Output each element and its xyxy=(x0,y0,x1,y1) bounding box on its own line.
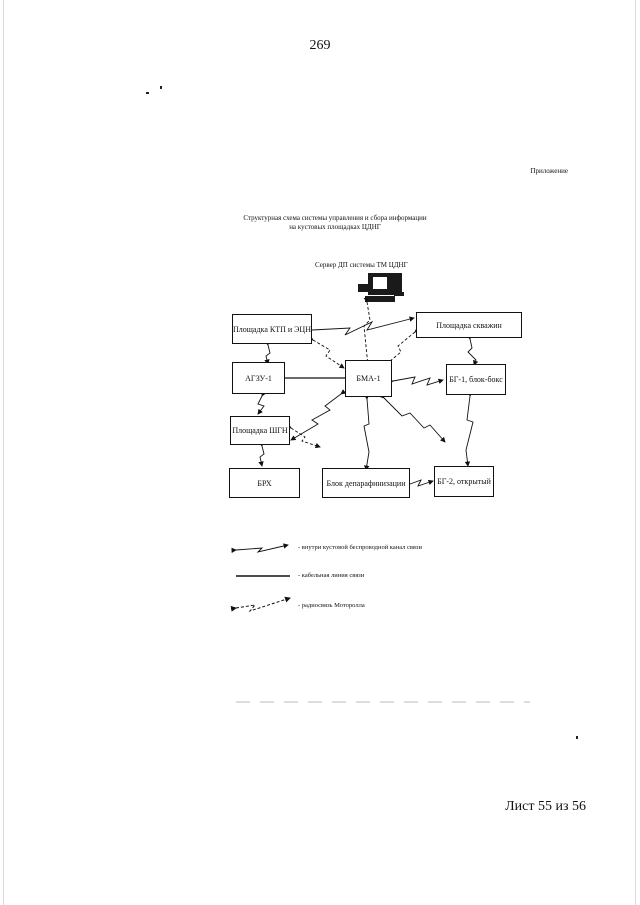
block-well: Площадка скважин xyxy=(416,312,522,338)
wireless-link-agzu-shgn xyxy=(257,390,267,415)
block-agzu: АГЗУ-1 xyxy=(232,362,285,394)
legend-wireless-text: - внутри кустовой беспроводной канал свя… xyxy=(298,544,422,551)
legend-cable-text: - кабельная линия связи xyxy=(298,572,365,579)
block-brh: БРХ xyxy=(229,468,300,498)
appendix-label: Приложение xyxy=(530,167,568,175)
radio-link-shgn-brh-bma xyxy=(285,423,321,449)
wireless-link-deparaf-bg2 xyxy=(404,479,434,489)
wireless-link-bg1-bg2 xyxy=(464,391,474,467)
wireless-link-well-bg1 xyxy=(466,334,479,366)
wireless-link-ktp-agzu xyxy=(264,339,271,365)
block-shgn: Площадка ШГН xyxy=(230,416,290,445)
server-computer-icon xyxy=(358,273,404,302)
scan-edge-right xyxy=(635,0,636,905)
wireless-link-shgn-brh xyxy=(258,440,265,467)
block-bma: БМА-1 xyxy=(345,360,392,397)
radio-link-server-bma xyxy=(363,297,371,367)
server-label: Сервер ДП системы ТМ ЦДНГ xyxy=(315,261,408,269)
block-bg2: БГ-2, открытый xyxy=(434,466,494,497)
block-deparaf: Блок депарафинизации xyxy=(322,468,410,498)
block-bg1: БГ-1, блок-бокс xyxy=(446,364,506,395)
diagram-title-line-2: на кустовых площадках ЦДНГ xyxy=(289,223,381,231)
scan-speck xyxy=(146,92,149,94)
scan-edge-left xyxy=(3,0,4,905)
wireless-link-bma-bg2 xyxy=(378,392,446,443)
wireless-link-bma-bg1 xyxy=(388,376,444,386)
wireless-link-ktp-well xyxy=(307,316,415,336)
wireless-link-bma-shgn xyxy=(290,389,347,441)
scan-speck xyxy=(160,86,162,89)
legend-radio-text: - радиосвязь Моторолла xyxy=(298,602,365,609)
radio-link-ktp-bma xyxy=(307,335,345,369)
radio-link-well-bma xyxy=(383,327,421,367)
page-number: 269 xyxy=(309,38,331,53)
legend-radio-symbol xyxy=(230,596,291,613)
legend-wireless-symbol xyxy=(231,543,289,554)
wireless-link-bma-deparaf xyxy=(363,394,370,471)
block-ktp: Площадка КТП и ЭЦН xyxy=(232,314,312,344)
diagram-title-line-1: Структурная схема системы управления и с… xyxy=(243,214,427,222)
sheet-number: Лист 55 из 56 xyxy=(505,799,586,814)
scan-speck xyxy=(576,736,578,739)
diagram-title: Структурная схема системы управления и с… xyxy=(230,214,440,232)
